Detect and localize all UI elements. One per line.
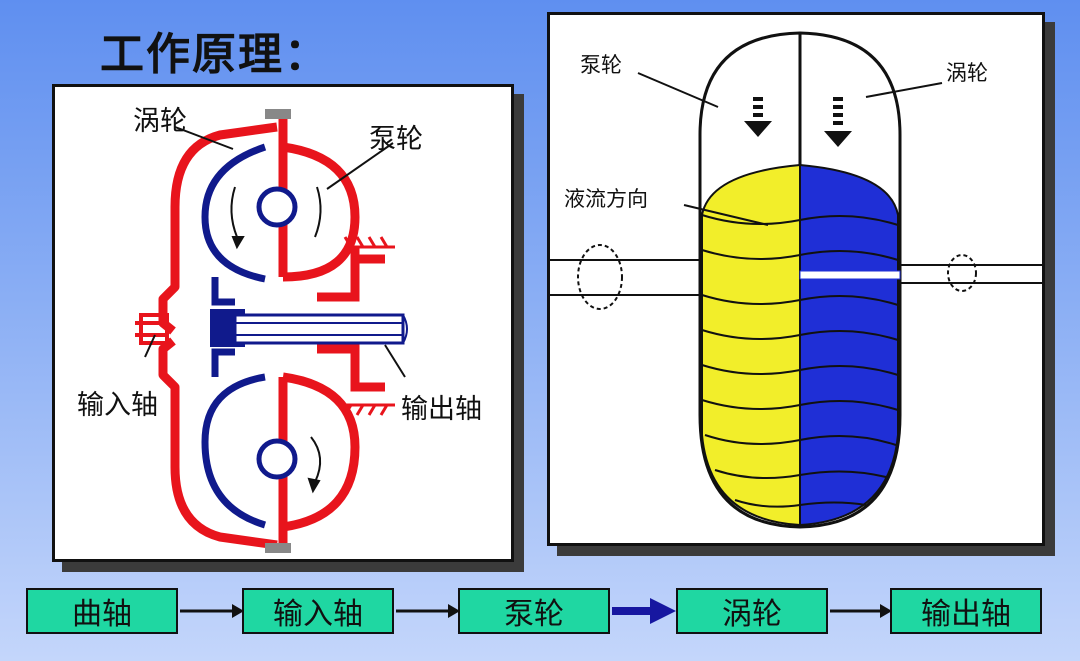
blade-drawing bbox=[550, 31, 1042, 529]
bottom-pin bbox=[265, 543, 291, 553]
top-pin bbox=[265, 109, 291, 119]
input-shaft-nut bbox=[135, 313, 169, 345]
flow-down-arrows bbox=[744, 97, 852, 147]
flow-step-5: 输出轴 bbox=[890, 588, 1042, 634]
pump-housing bbox=[158, 117, 360, 550]
flow-step-2: 输入轴 bbox=[242, 588, 394, 634]
flow-arrow-2 bbox=[396, 604, 460, 618]
stator-bracket bbox=[317, 247, 385, 392]
rotation-arrows bbox=[577, 244, 977, 310]
flow-step-3: 泵轮 bbox=[458, 588, 610, 634]
flow-step-4: 涡轮 bbox=[676, 588, 828, 634]
cross-section-drawing bbox=[135, 109, 408, 553]
shaft-lines bbox=[550, 259, 1042, 296]
flow-arrow-1 bbox=[180, 604, 244, 618]
leader-lines bbox=[144, 126, 406, 378]
label-pump-right: 泵轮 bbox=[580, 53, 622, 77]
center-shaft bbox=[799, 270, 901, 280]
flow-arrow-4 bbox=[830, 604, 892, 618]
label-input-shaft: 输入轴 bbox=[77, 390, 158, 421]
label-turbine-right: 涡轮 bbox=[946, 61, 988, 85]
turbine-runner bbox=[201, 143, 267, 529]
ground-hatch-top bbox=[343, 236, 395, 249]
label-output-shaft: 输出轴 bbox=[401, 394, 482, 425]
flow-step-1: 曲轴 bbox=[26, 588, 178, 634]
label-pump: 泵轮 bbox=[369, 124, 423, 155]
flow-arrows bbox=[230, 186, 322, 494]
torque-converter-cross-section: 涡轮 泵轮 输入轴 输出轴 bbox=[52, 84, 514, 562]
flow-arrow-3 bbox=[612, 598, 676, 624]
label-turbine: 涡轮 bbox=[133, 106, 187, 137]
output-shaft bbox=[233, 313, 408, 345]
lower-core-ring bbox=[256, 438, 298, 480]
page-title: 工作原理： bbox=[100, 29, 330, 80]
blade-lines bbox=[701, 214, 899, 508]
label-fluid-direction: 液流方向 bbox=[564, 187, 648, 211]
ground-hatch-bottom bbox=[343, 403, 395, 416]
upper-core-ring bbox=[256, 186, 298, 228]
leader-lines-right bbox=[637, 72, 943, 226]
blade-flow-view: 泵轮 涡轮 液流方向 bbox=[547, 12, 1045, 546]
